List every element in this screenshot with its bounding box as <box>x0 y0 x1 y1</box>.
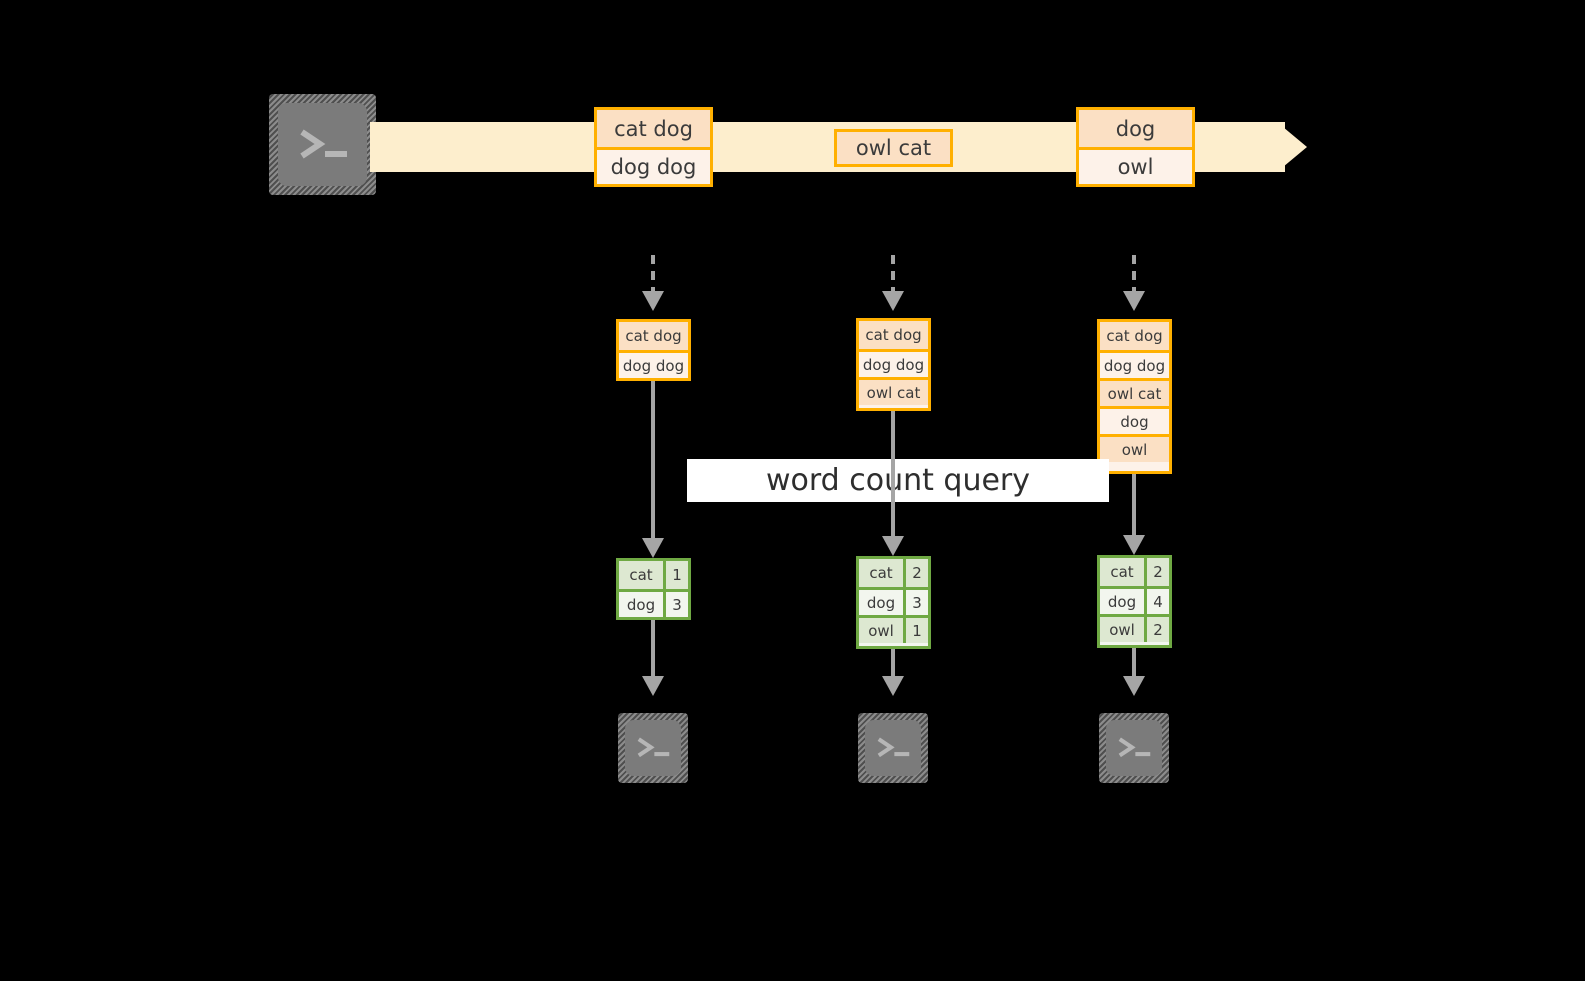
prompt-glyph-icon <box>299 129 347 158</box>
stream-record-2-line-1: owl cat <box>837 132 950 164</box>
prompt-glyph-icon <box>637 737 670 758</box>
snapshot-2-sink-line <box>891 649 895 682</box>
snapshot-3-result-row-3-word: owl <box>1100 617 1144 642</box>
snapshot-1-result-row-1-word: cat <box>619 561 663 589</box>
snapshot-3-inbound-arrowhead <box>1123 291 1145 311</box>
stream-record-3-line-1: dog <box>1079 110 1192 147</box>
snapshot-3-sink-terminal-icon <box>1099 713 1169 783</box>
snapshot-1-result-row-2-count: 3 <box>663 592 688 617</box>
snapshot-1-input-stack: cat dog dog dog <box>616 319 691 381</box>
snapshot-2-result-table: cat 2 dog 3 owl 1 <box>856 556 931 649</box>
snapshot-2-result-row-3-count: 1 <box>903 618 928 643</box>
snapshot-1-inbound-dashed-line <box>651 255 655 291</box>
snapshot-3-input-row-2: dog dog <box>1100 350 1169 378</box>
snapshot-3-result-row-2-count: 4 <box>1144 589 1169 614</box>
snapshot-2-result-row-1: cat 2 <box>859 559 928 587</box>
snapshot-1-sink-terminal-icon <box>618 713 688 783</box>
snapshot-3-inbound-dashed-line <box>1132 255 1136 291</box>
snapshot-2-result-row-3: owl 1 <box>859 615 928 643</box>
snapshot-3-result-row-1: cat 2 <box>1100 558 1169 586</box>
snapshot-1-sink-arrowhead <box>642 676 664 696</box>
snapshot-3-query-arrowhead <box>1123 535 1145 555</box>
snapshot-2-input-row-1: cat dog <box>859 321 928 349</box>
stream-arrow-head <box>1277 122 1307 172</box>
prompt-glyph-icon <box>1118 737 1151 758</box>
stream-record-3: dog owl <box>1076 107 1195 187</box>
snapshot-1-result-row-1: cat 1 <box>619 561 688 589</box>
snapshot-1-query-arrowhead <box>642 538 664 558</box>
snapshot-2-result-row-1-word: cat <box>859 559 903 587</box>
snapshot-3-result-row-2-word: dog <box>1100 589 1144 614</box>
snapshot-3-result-row-3: owl 2 <box>1100 614 1169 642</box>
snapshot-3-query-line <box>1132 474 1136 542</box>
snapshot-2-inbound-arrowhead <box>882 291 904 311</box>
snapshot-3-result-row-1-word: cat <box>1100 558 1144 586</box>
stream-record-2: owl cat <box>834 129 953 167</box>
snapshot-2-query-line <box>891 411 895 544</box>
snapshot-1-result-row-1-count: 1 <box>663 561 688 589</box>
snapshot-2-sink-arrowhead <box>882 676 904 696</box>
prompt-glyph-icon <box>877 737 910 758</box>
snapshot-1-result-row-2-word: dog <box>619 592 663 617</box>
word-count-query-banner: word count query <box>687 459 1109 502</box>
source-terminal-icon <box>269 94 376 195</box>
snapshot-1-result-row-2: dog 3 <box>619 589 688 617</box>
snapshot-2-result-row-1-count: 2 <box>903 559 928 587</box>
snapshot-3-input-row-3: owl cat <box>1100 378 1169 406</box>
snapshot-1-sink-line <box>651 620 655 682</box>
stream-record-3-line-2: owl <box>1079 147 1192 184</box>
snapshot-1-input-row-1: cat dog <box>619 322 688 350</box>
snapshot-1-result-table: cat 1 dog 3 <box>616 558 691 620</box>
snapshot-2-result-row-2-count: 3 <box>903 590 928 615</box>
snapshot-1-inbound-arrowhead <box>642 291 664 311</box>
snapshot-2-input-row-3: owl cat <box>859 377 928 405</box>
snapshot-3-input-row-5: owl <box>1100 434 1169 462</box>
snapshot-3-result-table: cat 2 dog 4 owl 2 <box>1097 555 1172 648</box>
snapshot-3-input-stack: cat dog dog dog owl cat dog owl <box>1097 319 1172 474</box>
snapshot-3-input-row-4: dog <box>1100 406 1169 434</box>
snapshot-3-sink-line <box>1132 648 1136 682</box>
snapshot-1-query-line <box>651 381 655 546</box>
snapshot-2-result-row-3-word: owl <box>859 618 903 643</box>
snapshot-2-input-stack: cat dog dog dog owl cat <box>856 318 931 411</box>
snapshot-1-input-row-2: dog dog <box>619 350 688 378</box>
snapshot-3-sink-arrowhead <box>1123 676 1145 696</box>
snapshot-2-input-row-2: dog dog <box>859 349 928 377</box>
stream-record-1-line-1: cat dog <box>597 110 710 147</box>
snapshot-3-input-row-1: cat dog <box>1100 322 1169 350</box>
snapshot-2-sink-terminal-icon <box>858 713 928 783</box>
snapshot-2-inbound-dashed-line <box>891 255 895 291</box>
snapshot-3-result-row-2: dog 4 <box>1100 586 1169 614</box>
snapshot-3-result-row-3-count: 2 <box>1144 617 1169 642</box>
stream-record-1: cat dog dog dog <box>594 107 713 187</box>
snapshot-2-query-arrowhead <box>882 536 904 556</box>
stream-record-1-line-2: dog dog <box>597 147 710 184</box>
snapshot-2-result-row-2-word: dog <box>859 590 903 615</box>
snapshot-3-result-row-1-count: 2 <box>1144 558 1169 586</box>
snapshot-2-result-row-2: dog 3 <box>859 587 928 615</box>
